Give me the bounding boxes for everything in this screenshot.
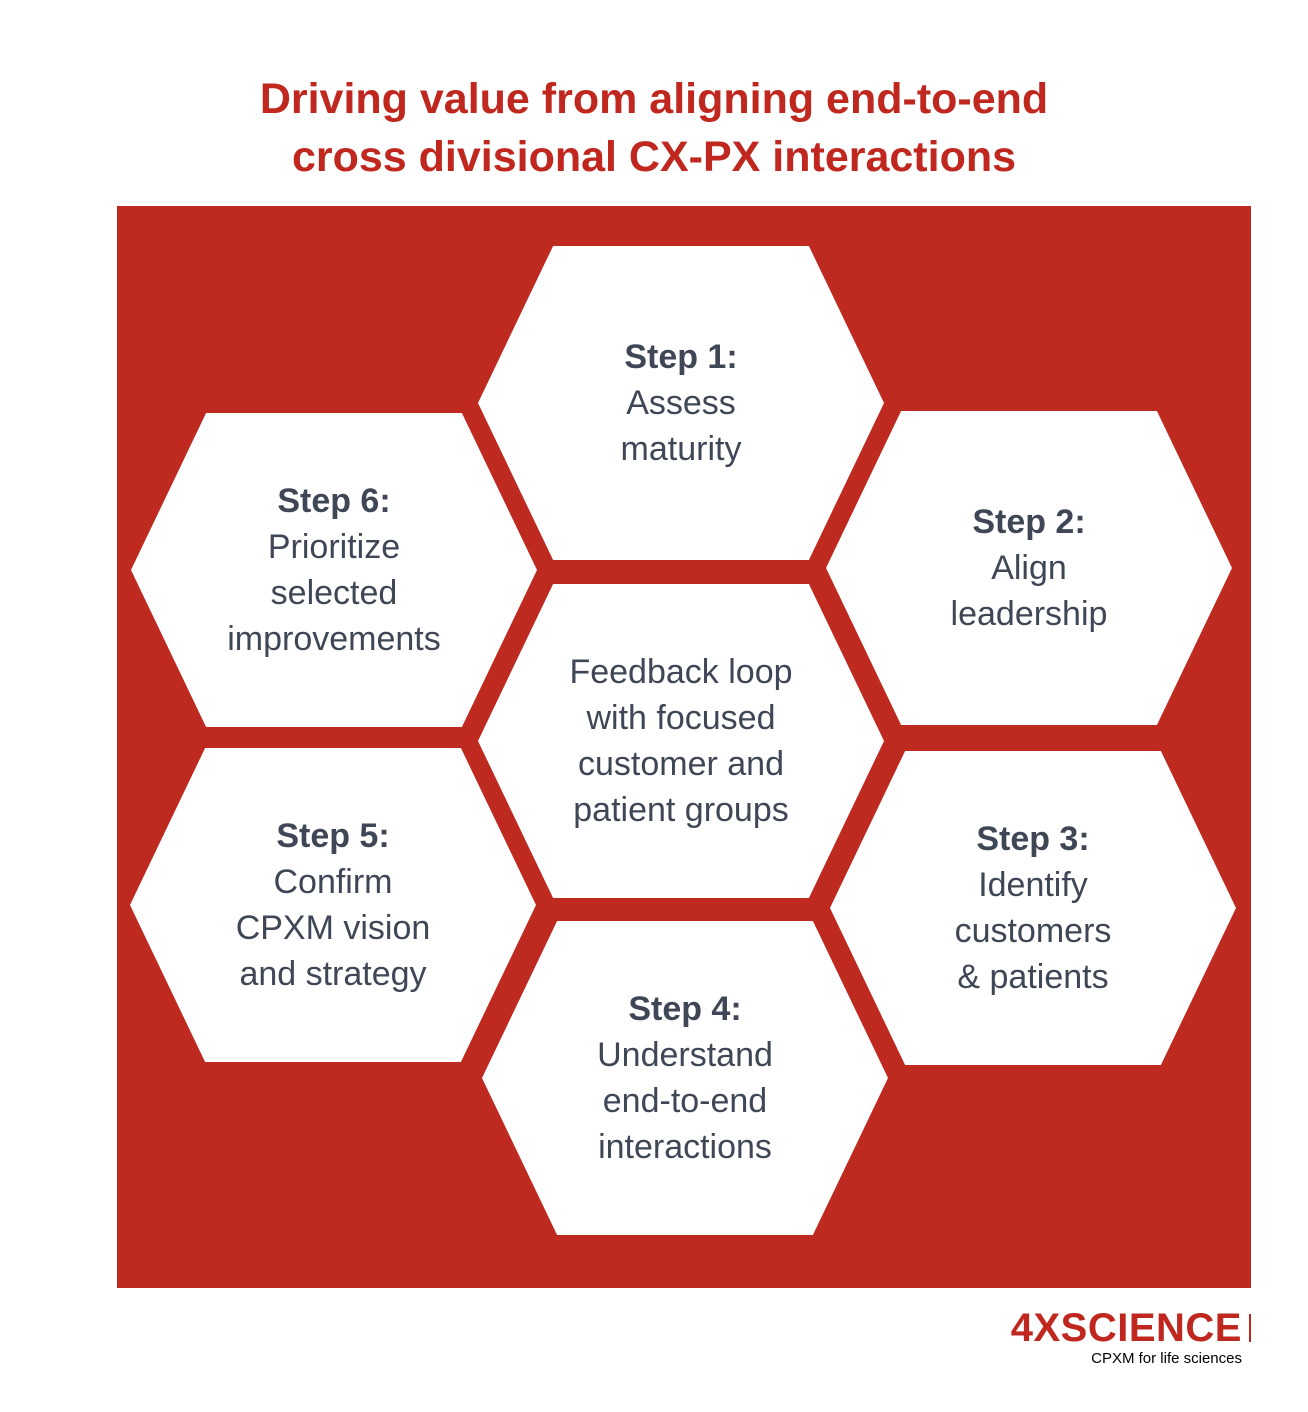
step-2-text-line: leadership: [950, 595, 1108, 633]
center-text-line: with focused: [586, 699, 776, 737]
step-1-text-line: Assess: [626, 384, 736, 422]
center-text-line: patient groups: [573, 791, 789, 829]
hexagon-step-3: Step 3: Identify customers & patients: [830, 751, 1236, 1065]
step-6-label: Step 6:: [277, 482, 391, 520]
step-3-text-line: Identify: [978, 866, 1088, 904]
step-3-label: Step 3:: [976, 820, 1090, 858]
step-6-text-line: selected: [270, 574, 398, 612]
brand-divider: [1249, 1314, 1251, 1342]
step-5-text-line: CPXM vision: [235, 909, 431, 947]
step-1-text-line: maturity: [620, 430, 742, 468]
hexagon-step-4: Step 4: Understand end-to-end interactio…: [482, 921, 888, 1235]
brand-logo: 4XSCIENCE CPXM for life sciences: [940, 1306, 1242, 1368]
hexagon-step-5: Step 5: Confirm CPXM vision and strategy: [130, 748, 536, 1062]
brand-tagline: CPXM for life sciences: [1091, 1350, 1242, 1367]
step-4-label: Step 4:: [628, 990, 742, 1028]
title-line-2: cross divisional CX-PX interactions: [291, 133, 1017, 181]
step-4-text-line: end-to-end: [602, 1082, 768, 1120]
center-text-line: customer and: [578, 745, 784, 783]
step-5-text-line: and strategy: [239, 955, 427, 993]
step-2-label: Step 2:: [972, 503, 1086, 541]
step-1-label: Step 1:: [624, 338, 738, 376]
step-5-label: Step 5:: [276, 817, 390, 855]
step-5-text-line: Confirm: [273, 863, 393, 901]
step-6-text-line: Prioritize: [267, 528, 401, 566]
hexagon-step-6: Step 6: Prioritize selected improvements: [131, 413, 537, 727]
step-2-text-line: Align: [991, 549, 1067, 587]
brand-name: 4XSCIENCE: [1010, 1306, 1242, 1350]
step-3-text-line: & patients: [957, 958, 1109, 996]
step-4-text-line: interactions: [598, 1128, 772, 1166]
title-line-1: Driving value from aligning end-to-end: [259, 75, 1049, 123]
step-6-text-line: improvements: [227, 620, 441, 658]
hexagon-step-2: Step 2: Align leadership: [826, 411, 1232, 725]
step-4-text-line: Understand: [597, 1036, 773, 1074]
step-3-text-line: customers: [954, 912, 1112, 950]
center-text-line: Feedback loop: [569, 653, 793, 691]
hexagon-center-feedback-loop: Feedback loop with focused customer and …: [478, 584, 884, 898]
page-title: Driving value from aligning end-to-end c…: [0, 70, 1308, 186]
hexagon-step-1: Step 1: Assess maturity: [478, 246, 884, 560]
